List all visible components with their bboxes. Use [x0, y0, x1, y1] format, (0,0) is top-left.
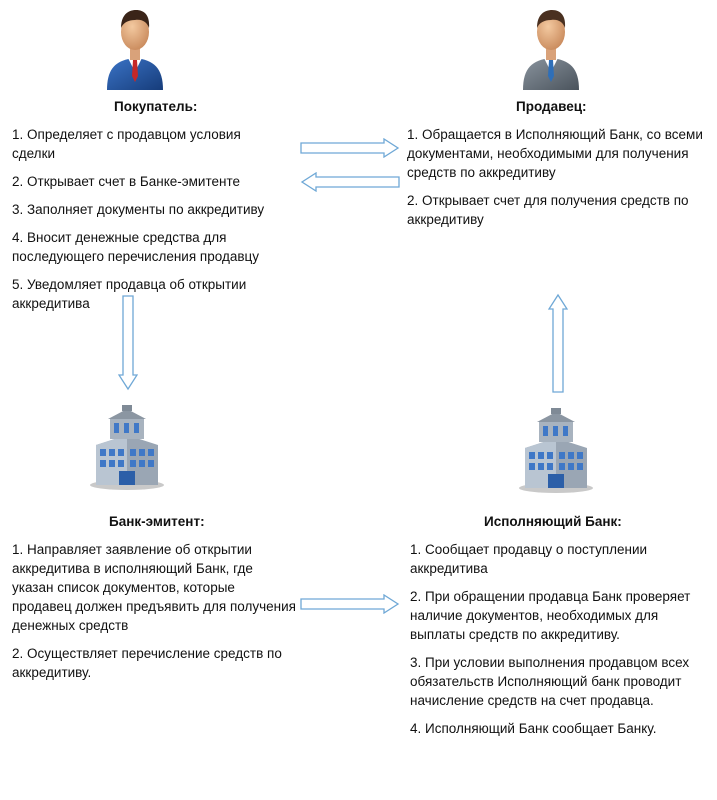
buyer-steps: 1. Определяет с продавцом условия сделки…: [12, 125, 287, 322]
list-item: 3. При условии выполнения продавцом всех…: [410, 655, 690, 708]
list-item: 3. Заполняет документы по аккредитиву: [12, 202, 265, 217]
issuing-bank-building-icon: [90, 405, 164, 490]
list-item: 5. Уведомляет продавца об открытии аккре…: [12, 277, 247, 311]
arrow-up-executing-bank-to-seller: [548, 293, 568, 393]
executing-bank-title: Исполняющий Банк:: [484, 514, 622, 529]
list-item: 2. При обращении продавца Банк проверяет…: [410, 589, 691, 642]
executing-bank-steps: 1. Сообщает продавцу о поступлении аккре…: [410, 540, 700, 747]
seller-steps: 1. Обращается в Исполняющий Банк, со все…: [407, 125, 707, 238]
list-item: 1. Направляет заявление об открытии аккр…: [12, 542, 296, 633]
list-item: 4. Вносит денежные средства для последую…: [12, 230, 259, 264]
seller-businessman-icon: [523, 10, 579, 90]
list-item: 2. Открывает счет в Банке-эмитенте: [12, 174, 241, 189]
arrow-right-issuing-to-executing-bank: [300, 594, 400, 614]
buyer-businessman-icon: [107, 10, 163, 90]
list-item: 1. Определяет с продавцом условия сделки: [12, 127, 241, 161]
seller-title: Продавец:: [516, 99, 587, 114]
arrow-right-buyer-to-seller: [300, 138, 400, 158]
list-item: 2. Осуществляет перечисление средств по …: [12, 646, 282, 680]
buyer-title: Покупатель:: [114, 99, 198, 114]
list-item: 1. Сообщает продавцу о поступлении аккре…: [410, 542, 648, 576]
issuing-bank-steps: 1. Направляет заявление об открытии аккр…: [12, 540, 297, 691]
list-item: 4. Исполняющий Банк сообщает Банку.: [410, 721, 657, 736]
executing-bank-building-icon: [519, 408, 593, 493]
arrow-down-buyer-to-issuing-bank: [118, 295, 138, 391]
arrow-left-seller-to-buyer: [300, 172, 400, 192]
list-item: 1. Обращается в Исполняющий Банк, со все…: [407, 127, 703, 180]
issuing-bank-title: Банк-эмитент:: [109, 514, 205, 529]
list-item: 2. Открывает счет для получения средств …: [407, 193, 689, 227]
